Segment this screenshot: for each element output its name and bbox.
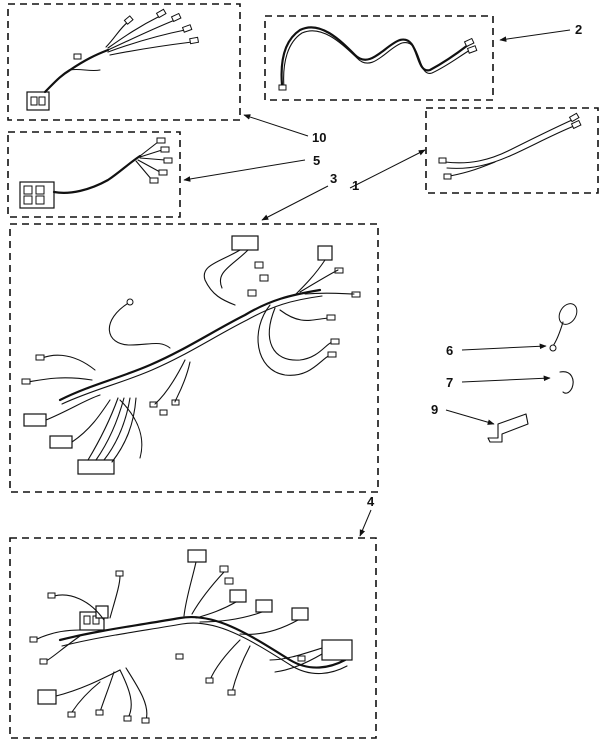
part-10-connector xyxy=(26,91,50,111)
part-6-leader-arrow xyxy=(461,343,547,351)
part-4-right-connector xyxy=(321,639,353,661)
part-10-dashed-frame xyxy=(7,3,241,121)
part-5-leader-arrow xyxy=(183,159,306,182)
part-5-harness-group xyxy=(7,131,306,218)
part-2-harness-drawing xyxy=(278,26,478,91)
part-10-harness-drawing xyxy=(26,8,200,111)
part-10-harness-group xyxy=(7,3,241,121)
callout-2: 2 xyxy=(575,22,582,37)
part-3-top-connector xyxy=(231,235,259,251)
callout-6: 6 xyxy=(446,343,453,358)
part-4-harness-drawing xyxy=(29,549,353,724)
part-9-leader-arrow xyxy=(445,409,495,425)
part-10-leader-arrow xyxy=(243,114,309,137)
part-4-harness-group xyxy=(9,509,377,739)
callout-7: 7 xyxy=(446,375,453,390)
part-1-harness-group xyxy=(349,107,599,194)
callout-10: 10 xyxy=(312,130,326,145)
part-6-drawing xyxy=(549,303,578,352)
part-2-dashed-frame xyxy=(264,15,494,101)
callout-1: 1 xyxy=(352,178,359,193)
part-9-drawing xyxy=(487,413,529,443)
part-2-harness-group xyxy=(264,15,571,101)
part-5-dashed-frame xyxy=(7,131,181,218)
part-4-leader-arrow xyxy=(359,509,372,537)
small-parts-group xyxy=(445,303,578,443)
part-7-drawing xyxy=(559,371,574,394)
callout-labels: 1 2 3 4 5 6 7 9 10 xyxy=(312,22,582,509)
part-1-harness-drawing xyxy=(438,112,582,180)
part-2-leader-arrow xyxy=(499,29,571,42)
callout-4: 4 xyxy=(367,494,375,509)
part-3-harness-group xyxy=(9,185,379,493)
part-3-harness-drawing xyxy=(21,235,361,475)
part-4-dashed-frame xyxy=(9,537,377,739)
part-5-harness-drawing xyxy=(19,137,173,209)
part-3-leader-arrow xyxy=(261,185,329,221)
callout-9: 9 xyxy=(431,402,438,417)
part-1-dashed-frame xyxy=(425,107,599,194)
callout-5: 5 xyxy=(313,153,320,168)
part-3-bottom-connector xyxy=(77,459,115,475)
part-7-leader-arrow xyxy=(461,375,551,383)
part-3-dashed-frame xyxy=(9,223,379,493)
callout-3: 3 xyxy=(330,171,337,186)
part-1-leader-arrow xyxy=(349,149,426,189)
